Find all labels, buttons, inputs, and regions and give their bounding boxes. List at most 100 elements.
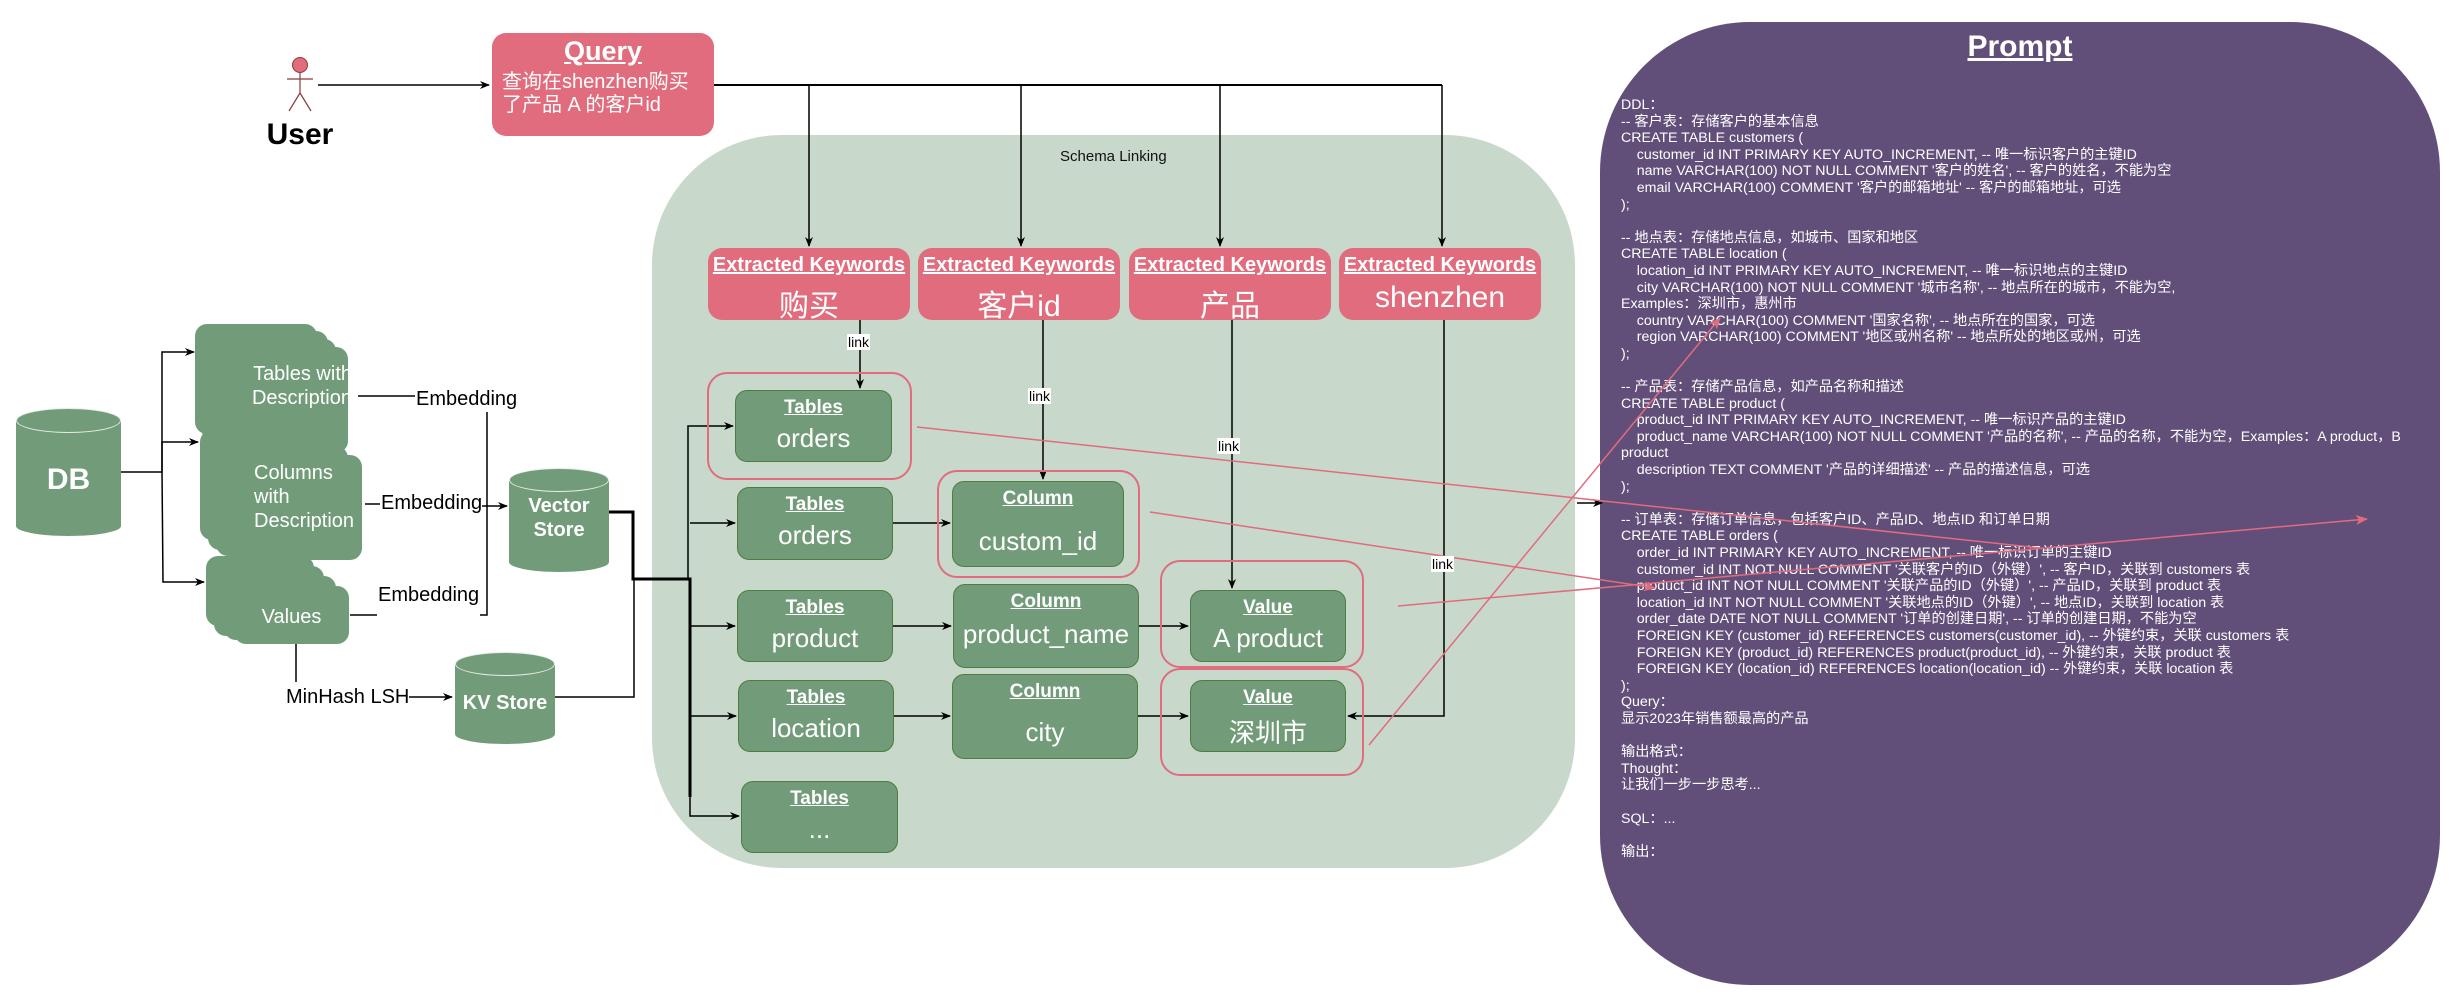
keyword-title: Extracted Keywords [712, 254, 906, 276]
prompt-line: FOREIGN KEY (location_id) REFERENCES loc… [1621, 661, 2234, 678]
prompt-line: name VARCHAR(100) NOT NULL COMMENT '客户的姓… [1621, 163, 2172, 180]
edge-db-columns [161, 438, 199, 472]
link-label: link [1431, 556, 1455, 572]
keyword-box-customer-id: Extracted Keywords 客户id [918, 248, 1120, 323]
table-box-orders: Tables orders [737, 487, 893, 560]
prompt-line: location_id INT PRIMARY KEY AUTO_INCREME… [1621, 262, 2128, 279]
prompt-line: -- 产品表：存储产品信息，如产品名称和描述 [1621, 379, 1904, 396]
edge-kv-trunk [555, 579, 635, 698]
link-label: link [1217, 438, 1241, 454]
prompt-line: product_id INT PRIMARY KEY AUTO_INCREMEN… [1621, 412, 2126, 429]
prompt-line: order_date DATE NOT NULL COMMENT '订单的创建日… [1621, 611, 2197, 628]
highlight-orders [707, 372, 912, 480]
keyword-value: 购买 [779, 290, 839, 323]
column-box-value: custom_id [978, 526, 1098, 556]
kv-store-cylinder: KV Store [455, 652, 555, 744]
prompt-line: customer_id INT NOT NULL COMMENT '关联客户的I… [1621, 561, 2251, 578]
table-box-title: Tables [790, 788, 849, 809]
prompt-line: FOREIGN KEY (customer_id) REFERENCES cus… [1621, 628, 2290, 644]
embedding-label-tables: Embedding [416, 388, 518, 411]
keyword-title: Extracted Keywords [922, 254, 1116, 276]
prompt-line [1621, 827, 2421, 844]
vector-store-cylinder: Vector Store [509, 468, 609, 572]
table-box-value: product [771, 623, 859, 653]
prompt-line: CREATE TABLE orders ( [1621, 528, 1778, 545]
edge-db-values [161, 471, 205, 586]
prompt-line: product_id INT NOT NULL COMMENT '关联产品的ID… [1621, 578, 2222, 595]
user-label: User [266, 118, 334, 151]
prompt-line [1621, 213, 2421, 230]
column-box-title: Column [1009, 681, 1081, 702]
column-box-value: city [1025, 717, 1065, 747]
column-box-custom-id: Column custom_id [952, 481, 1124, 567]
prompt-line: product_name VARCHAR(100) NOT NULL COMME… [1621, 428, 2401, 445]
prompt-line: Query： [1621, 694, 1674, 711]
column-box-title: Column [1002, 488, 1074, 509]
query-box: Query 查询在shenzhen购买了产品 A 的客户id [492, 33, 714, 136]
prompt-line: ); [1621, 677, 1630, 694]
column-box-city: Column city [952, 674, 1138, 759]
keyword-box-shenzhen: Extracted Keywords shenzhen [1339, 248, 1541, 320]
keyword-value: 客户id [977, 290, 1061, 323]
prompt-title: Prompt [1967, 30, 2073, 63]
prompt-line: location_id INT NOT NULL COMMENT '关联地点的I… [1621, 594, 2225, 611]
prompt-line: ); [1621, 345, 1630, 362]
prompt-line: ); [1621, 478, 1630, 495]
prompt-line: email VARCHAR(100) COMMENT '客户的邮箱地址' -- … [1621, 179, 2121, 196]
prompt-line: 输出： [1621, 843, 1664, 860]
keyword-title: Extracted Keywords [1343, 254, 1537, 276]
keyword-value: shenzhen [1374, 281, 1506, 314]
prompt-line: CREATE TABLE product ( [1621, 395, 1785, 412]
kv-store-label: KV Store [462, 692, 548, 714]
table-box-title: Tables [785, 597, 845, 618]
query-text: 查询在shenzhen购买了产品 A 的客户id [502, 71, 689, 116]
prompt-line: CREATE TABLE customers ( [1621, 130, 1804, 147]
prompt-line: -- 客户表：存储客户的基本信息 [1621, 113, 1819, 130]
keyword-box-product: Extracted Keywords 产品 [1129, 248, 1331, 323]
table-box-value: orders [776, 423, 851, 453]
prompt-line: 让我们一步一步思考... [1621, 777, 1761, 794]
prompt-line: country VARCHAR(100) COMMENT '国家名称', -- … [1621, 312, 2095, 329]
keyword-title: Extracted Keywords [1133, 254, 1327, 276]
doc-values-label: Values [261, 606, 322, 628]
db-cylinder: DB [16, 408, 121, 536]
prompt-line: ); [1621, 196, 1630, 213]
table-box-more: Tables ... [741, 781, 898, 853]
table-box-title: Tables [785, 494, 845, 515]
value-box-value: A product [1213, 623, 1323, 653]
db-label: DB [46, 463, 91, 496]
prompt-line: FOREIGN KEY (product_id) REFERENCES prod… [1621, 644, 2231, 661]
table-box-title: Tables [786, 687, 846, 708]
table-box-location: Tables location [738, 680, 894, 752]
highlight-shenzhen [1160, 668, 1364, 776]
value-box-title: Value [1243, 687, 1293, 708]
value-box-a-product: Value A product [1190, 590, 1346, 662]
prompt-line: customer_id INT PRIMARY KEY AUTO_INCREME… [1621, 146, 2137, 163]
prompt-line: product [1621, 445, 1669, 462]
prompt-line: 输出格式： [1621, 744, 1692, 761]
value-box-title: Value [1243, 597, 1293, 618]
embedding-label-columns: Embedding [381, 492, 483, 515]
prompt-line: CREATE TABLE location ( [1621, 246, 1787, 263]
prompt-line [1621, 363, 2421, 380]
prompt-line: order_id INT PRIMARY KEY AUTO_INCREMENT,… [1621, 545, 2112, 562]
table-box-value: ... [808, 814, 831, 844]
user-actor-icon [287, 57, 313, 112]
keyword-value: 产品 [1200, 290, 1260, 323]
table-box-product: Tables product [737, 590, 893, 662]
embedding-label-values: Embedding [378, 584, 480, 607]
prompt-line [1621, 794, 2421, 811]
prompt-line: SQL：... [1621, 810, 1676, 827]
link-label: link [1028, 388, 1052, 404]
prompt-line: DDL： [1621, 97, 1664, 113]
keyword-box-buy: Extracted Keywords 购买 [708, 248, 910, 323]
prompt-line: -- 订单表：存储订单信息，包括客户ID、产品ID、地点ID 和订单日期 [1621, 511, 2050, 528]
doc-tables-label: Tables with Description [251, 363, 352, 409]
highlight-custom-id [937, 470, 1140, 578]
highlight-a-product [1160, 560, 1364, 668]
prompt-line: Thought： [1621, 760, 1688, 777]
query-title: Query [563, 36, 643, 66]
doc-columns-label: Columns with Description [254, 462, 355, 532]
